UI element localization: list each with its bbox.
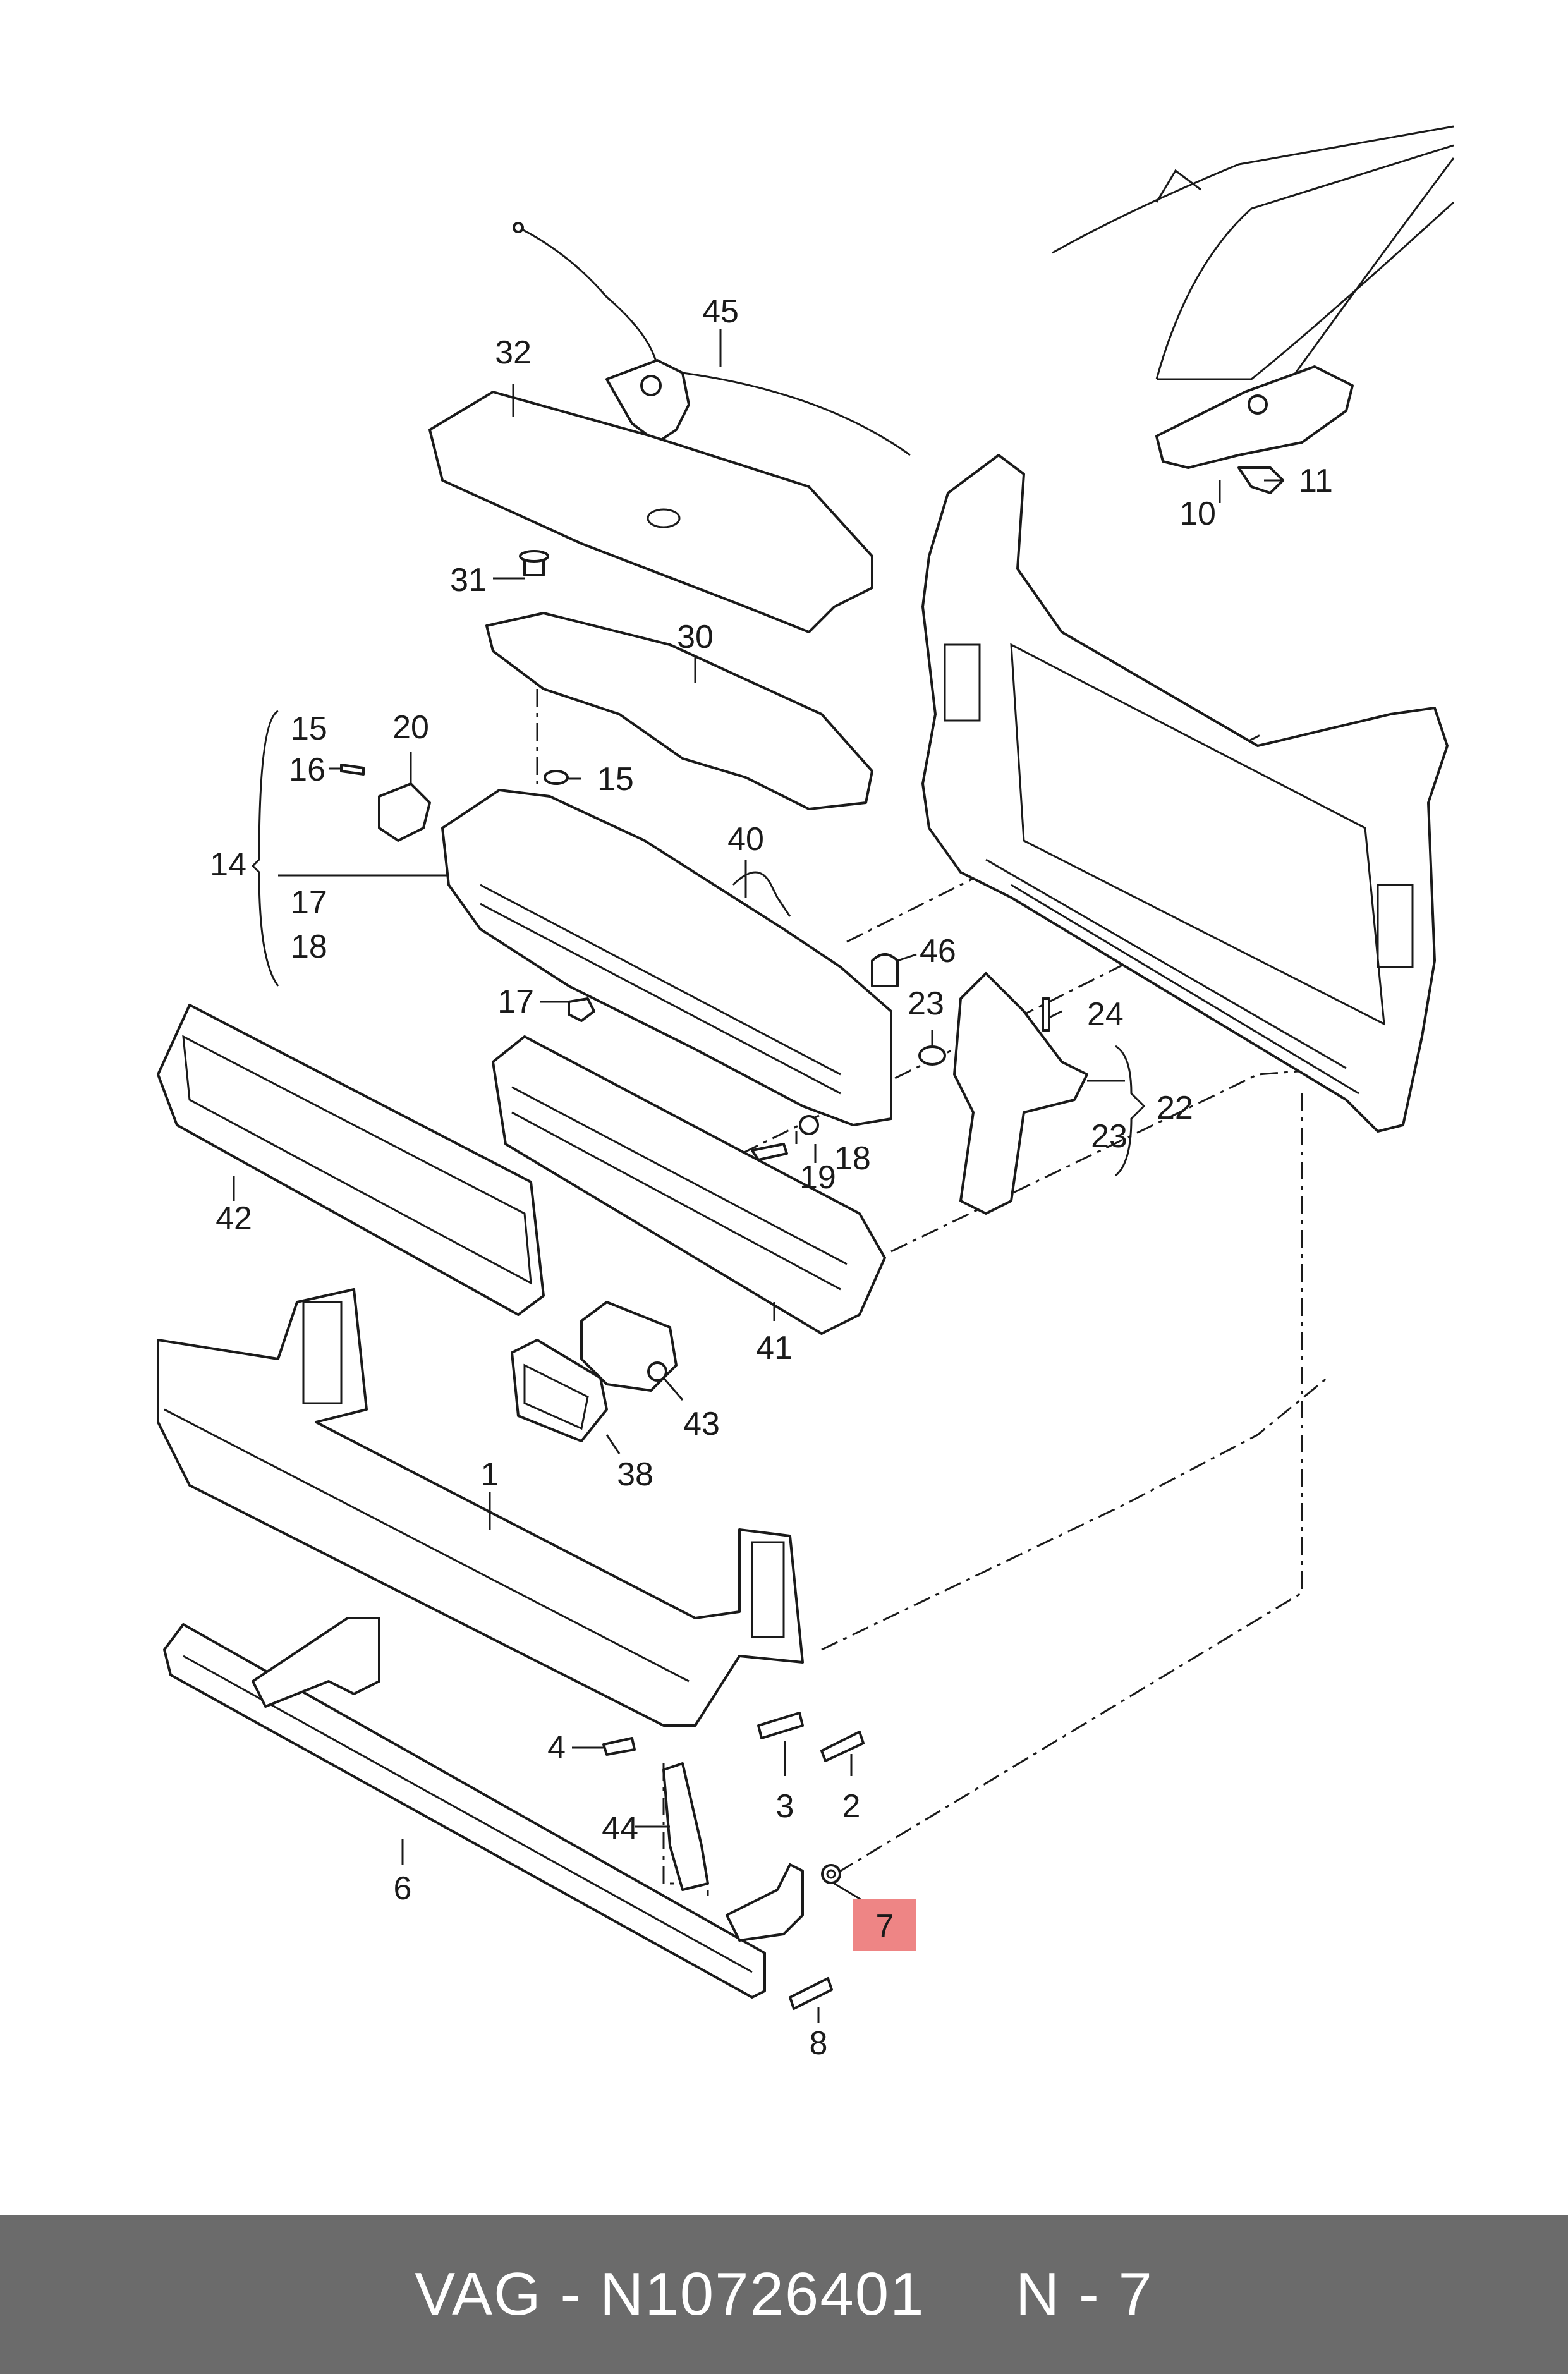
callout-18-bracket: 18	[291, 928, 327, 965]
part-number-footer: VAG - N10726401 N - 7	[0, 2215, 1568, 2374]
callout-labels: 1 2 3 4 6 7 8 10 11 14 15 15 16 17 17 18…	[210, 293, 1333, 2062]
callout-17-bracket: 17	[291, 884, 327, 921]
part-number-label: VAG - N10726401 N - 7	[415, 2260, 1153, 2328]
bracket-part-22	[953, 972, 1088, 1215]
callout-20: 20	[392, 709, 429, 746]
callout-42: 42	[216, 1200, 252, 1237]
callout-8: 8	[810, 2025, 828, 2062]
callout-17: 17	[497, 983, 534, 1020]
exploded-parts-diagram: 1 2 3 4 6 7 8 10 11 14 15 15 16 17 17 18…	[157, 125, 1455, 2062]
callout-3: 3	[776, 1788, 794, 1825]
callout-30: 30	[677, 619, 714, 655]
callout-41: 41	[756, 1330, 793, 1367]
callout-43: 43	[683, 1406, 720, 1442]
callout-45: 45	[702, 293, 739, 330]
callout-15: 15	[597, 761, 634, 798]
lower-beam-part-6	[163, 1617, 766, 1999]
callout-38: 38	[617, 1456, 653, 1493]
callout-6: 6	[394, 1870, 412, 1907]
hood-outline	[1052, 125, 1455, 380]
bumper-beam-part-1	[157, 1288, 804, 1727]
sensor-part-20	[378, 782, 431, 842]
callout-10: 10	[1179, 496, 1216, 532]
cover-part-38	[511, 1339, 608, 1442]
callout-23-top: 23	[908, 985, 944, 1022]
callout-18: 18	[834, 1140, 871, 1177]
horn-part-43	[580, 1301, 678, 1392]
bracket-part-44	[662, 1762, 709, 1891]
callout-7: 7	[876, 1908, 894, 1945]
leader-lines	[233, 329, 1283, 2023]
release-cable-part-45	[513, 222, 911, 456]
grille-frame-part-42	[157, 1004, 545, 1316]
callout-22: 22	[1157, 1090, 1193, 1126]
callout-2: 2	[842, 1788, 861, 1825]
callout-46: 46	[920, 933, 956, 970]
radiator-support-frame	[921, 454, 1449, 1133]
callout-44: 44	[602, 1810, 638, 1847]
air-duct-part-41	[492, 1035, 886, 1335]
hood-bracket-part-10	[1155, 365, 1354, 494]
callout-4: 4	[547, 1729, 566, 1766]
air-guide-part-30	[485, 612, 873, 810]
callout-16: 16	[289, 752, 325, 788]
callout-23-bracket: 23	[1091, 1118, 1127, 1155]
callout-1: 1	[481, 1456, 499, 1493]
lock-carrier-part-14	[441, 789, 892, 1126]
clip-part-40	[732, 871, 791, 917]
callout-40: 40	[727, 821, 764, 858]
callout-15-bracket: 15	[291, 710, 327, 747]
callout-32: 32	[495, 334, 532, 371]
callout-19: 19	[799, 1159, 836, 1196]
holder-bracket	[726, 1863, 841, 1942]
callout-14: 14	[210, 846, 246, 883]
top-cover-part-32	[428, 391, 873, 633]
highlight-box-part-7	[853, 1899, 916, 1951]
callout-24: 24	[1087, 996, 1124, 1033]
callout-31: 31	[450, 562, 487, 599]
callout-11: 11	[1299, 463, 1333, 499]
